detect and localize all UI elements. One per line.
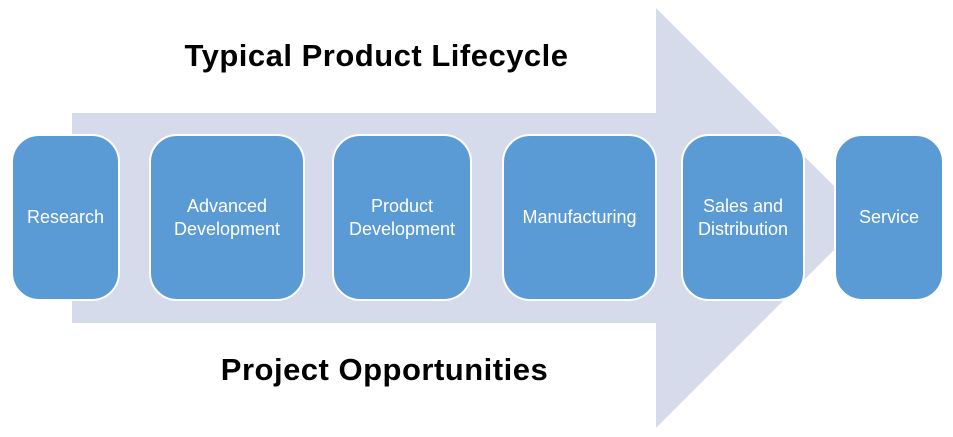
stage-box-service: Service <box>834 134 944 301</box>
stage-label: Manufacturing <box>522 207 637 228</box>
stage-label: Research <box>26 207 105 228</box>
stage-box-sales-distribution: Sales and Distribution <box>681 134 805 301</box>
diagram-title: Typical Product Lifecycle <box>184 38 569 73</box>
stage-label: Advanced Development <box>173 196 281 239</box>
diagram-subtitle: Project Opportunities <box>220 352 549 387</box>
stage-box-research: Research <box>11 134 120 301</box>
stage-box-manufacturing: Manufacturing <box>502 134 657 301</box>
stage-box-product-development: Product Development <box>332 134 472 301</box>
stage-box-advanced-development: Advanced Development <box>149 134 305 301</box>
stage-label: Service <box>858 207 920 228</box>
stage-label: Sales and Distribution <box>697 196 789 239</box>
stage-label: Product Development <box>348 196 456 239</box>
